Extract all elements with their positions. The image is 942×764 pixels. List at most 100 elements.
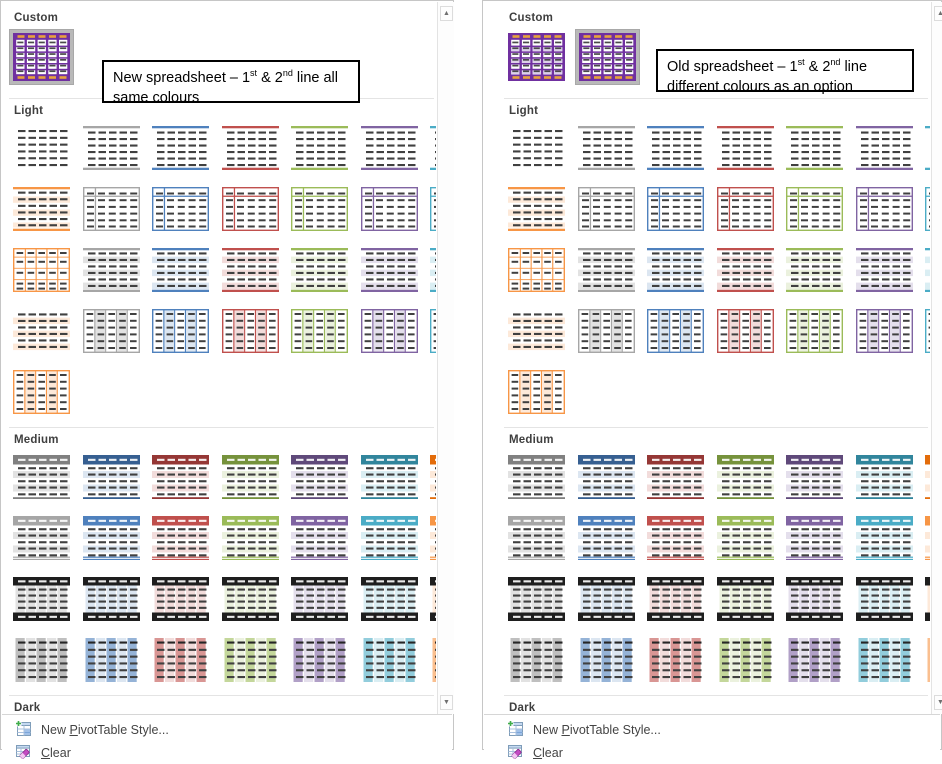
style-thumbnail-orange-medhdr2[interactable]	[426, 512, 436, 564]
style-thumbnail-green-medcols[interactable]	[218, 634, 283, 686]
custom-style-thumbnail-selected[interactable]	[575, 29, 640, 85]
style-thumbnail-purple-cols[interactable]	[357, 305, 422, 357]
style-thumbnail-green-medhdr2[interactable]	[713, 512, 778, 564]
style-thumbnail-gray-cols[interactable]	[574, 305, 639, 357]
style-thumbnail-red-bands[interactable]	[218, 244, 283, 296]
style-thumbnail-gray-bands[interactable]	[79, 244, 144, 296]
style-thumbnail-cyan-medhdr2[interactable]	[852, 512, 917, 564]
style-thumbnail-none[interactable]	[9, 122, 74, 174]
style-thumbnail-cyan-boxed[interactable]	[921, 183, 930, 235]
style-thumbnail-gray-medhdr[interactable]	[9, 451, 74, 503]
style-thumbnail-gray-medcols[interactable]	[504, 634, 569, 686]
scrollbar-down-button[interactable]: ▼	[440, 695, 453, 710]
style-thumbnail-blue-lines[interactable]	[643, 122, 708, 174]
style-thumbnail-gray-cols[interactable]	[79, 305, 144, 357]
style-thumbnail-green-bands[interactable]	[782, 244, 847, 296]
style-thumbnail-cyan-medcols[interactable]	[357, 634, 422, 686]
style-thumbnail-cyan-medblack[interactable]	[357, 573, 422, 625]
style-thumbnail-blue-medhdr[interactable]	[574, 451, 639, 503]
style-thumbnail-orange-linesband[interactable]	[504, 183, 569, 235]
style-thumbnail-green-medhdr[interactable]	[218, 451, 283, 503]
style-thumbnail-none[interactable]	[504, 122, 569, 174]
style-thumbnail-red-bands[interactable]	[713, 244, 778, 296]
style-thumbnail-cyan-medhdr[interactable]	[357, 451, 422, 503]
style-thumbnail-gray-medcols[interactable]	[9, 634, 74, 686]
style-thumbnail-cyan-bands[interactable]	[426, 244, 436, 296]
style-thumbnail-green-medcols[interactable]	[713, 634, 778, 686]
style-thumbnail-gray-medhdr2[interactable]	[9, 512, 74, 564]
style-thumbnail-green-bands[interactable]	[287, 244, 352, 296]
style-thumbnail-blue-medhdr2[interactable]	[79, 512, 144, 564]
style-thumbnail-orange-medblack[interactable]	[921, 573, 930, 625]
style-thumbnail-green-cols[interactable]	[782, 305, 847, 357]
style-thumbnail-purple-lines[interactable]	[357, 122, 422, 174]
style-thumbnail-orange-medhdr[interactable]	[426, 451, 436, 503]
menu-item-new-pivottable-style[interactable]: New PivotTable Style...	[2, 718, 452, 741]
style-thumbnail-orange-linesband[interactable]	[9, 183, 74, 235]
scrollbar-up-button[interactable]: ▲	[934, 6, 942, 21]
style-thumbnail-cyan-bands[interactable]	[921, 244, 930, 296]
style-thumbnail-green-medhdr2[interactable]	[218, 512, 283, 564]
style-thumbnail-orange-medblack[interactable]	[426, 573, 436, 625]
style-thumbnail-orange-boxgrid[interactable]	[9, 244, 74, 296]
style-thumbnail-orange-medcols[interactable]	[921, 634, 930, 686]
style-thumbnail-green-cols[interactable]	[287, 305, 352, 357]
style-thumbnail-green-medblack[interactable]	[713, 573, 778, 625]
style-thumbnail-cyan-lines[interactable]	[426, 122, 436, 174]
style-thumbnail-gray-lines[interactable]	[574, 122, 639, 174]
menu-item-clear[interactable]: Clear	[494, 741, 940, 764]
style-thumbnail-gray-bands[interactable]	[574, 244, 639, 296]
style-thumbnail-gray-medhdr[interactable]	[504, 451, 569, 503]
style-thumbnail-purple-lines[interactable]	[852, 122, 917, 174]
style-thumbnail-blue-medblack[interactable]	[79, 573, 144, 625]
style-thumbnail-orange-bandslight[interactable]	[9, 305, 74, 357]
style-thumbnail-blue-cols[interactable]	[148, 305, 213, 357]
style-thumbnail-blue-cols[interactable]	[643, 305, 708, 357]
custom-style-thumbnail-selected[interactable]	[9, 29, 74, 85]
style-thumbnail-red-lines[interactable]	[713, 122, 778, 174]
style-thumbnail-red-medhdr2[interactable]	[148, 512, 213, 564]
style-thumbnail-blue-boxed[interactable]	[643, 183, 708, 235]
style-thumbnail-cyan-medhdr[interactable]	[852, 451, 917, 503]
style-thumbnail-cyan-cols[interactable]	[921, 305, 930, 357]
style-thumbnail-purple-medcols[interactable]	[287, 634, 352, 686]
style-thumbnail-orange-cols[interactable]	[9, 366, 74, 418]
style-thumbnail-red-medcols[interactable]	[643, 634, 708, 686]
style-thumbnail-orange-medcols[interactable]	[426, 634, 436, 686]
style-thumbnail-blue-medhdr[interactable]	[79, 451, 144, 503]
style-thumbnail-orange-boxgrid[interactable]	[504, 244, 569, 296]
menu-item-new-pivottable-style[interactable]: New PivotTable Style...	[494, 718, 940, 741]
style-thumbnail-orange-bandslight[interactable]	[504, 305, 569, 357]
custom-style-thumbnail[interactable]	[504, 29, 569, 85]
style-thumbnail-red-boxed[interactable]	[713, 183, 778, 235]
style-thumbnail-purple-medhdr2[interactable]	[782, 512, 847, 564]
style-thumbnail-purple-bands[interactable]	[357, 244, 422, 296]
style-thumbnail-green-lines[interactable]	[287, 122, 352, 174]
style-thumbnail-purple-medhdr[interactable]	[287, 451, 352, 503]
style-thumbnail-cyan-cols[interactable]	[426, 305, 436, 357]
style-thumbnail-red-lines[interactable]	[218, 122, 283, 174]
style-thumbnail-orange-medhdr2[interactable]	[921, 512, 930, 564]
style-thumbnail-blue-bands[interactable]	[643, 244, 708, 296]
style-thumbnail-green-medblack[interactable]	[218, 573, 283, 625]
style-thumbnail-cyan-medhdr2[interactable]	[357, 512, 422, 564]
style-thumbnail-cyan-medcols[interactable]	[852, 634, 917, 686]
style-thumbnail-purple-medhdr[interactable]	[782, 451, 847, 503]
style-thumbnail-red-medblack[interactable]	[643, 573, 708, 625]
style-thumbnail-purple-boxed[interactable]	[357, 183, 422, 235]
style-thumbnail-purple-medblack[interactable]	[782, 573, 847, 625]
style-thumbnail-orange-cols[interactable]	[504, 366, 569, 418]
style-thumbnail-green-boxed[interactable]	[287, 183, 352, 235]
style-thumbnail-purple-bands[interactable]	[852, 244, 917, 296]
style-thumbnail-blue-lines[interactable]	[148, 122, 213, 174]
style-thumbnail-blue-medblack[interactable]	[574, 573, 639, 625]
scrollbar[interactable]: ▲ ▼	[437, 2, 454, 714]
style-thumbnail-blue-bands[interactable]	[148, 244, 213, 296]
style-thumbnail-purple-medblack[interactable]	[287, 573, 352, 625]
style-thumbnail-purple-medhdr2[interactable]	[287, 512, 352, 564]
scrollbar-down-button[interactable]: ▼	[934, 695, 942, 710]
style-thumbnail-purple-cols[interactable]	[852, 305, 917, 357]
style-thumbnail-blue-medhdr2[interactable]	[574, 512, 639, 564]
scrollbar[interactable]: ▲ ▼	[931, 2, 942, 714]
style-thumbnail-red-medcols[interactable]	[148, 634, 213, 686]
